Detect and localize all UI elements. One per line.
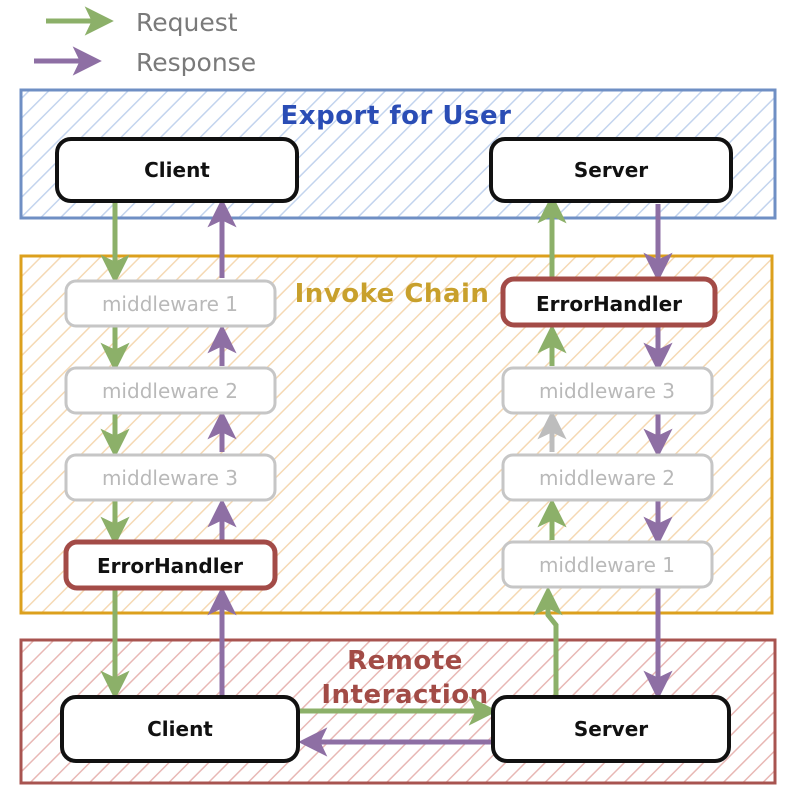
legend-item-request: Request (46, 6, 238, 37)
node-server-top[interactable]: Server (489, 137, 733, 203)
node-middleware-3-left-label: middleware 3 (102, 466, 238, 490)
node-middleware-2-right[interactable]: middleware 2 (501, 453, 714, 502)
legend-label-request: Request (136, 8, 238, 37)
arrow-request-server-remote-to-mw1 (533, 586, 563, 700)
node-client-top[interactable]: Client (55, 137, 299, 203)
arrows-layer (100, 194, 673, 757)
node-middleware-2-left[interactable]: middleware 2 (64, 366, 277, 415)
section-title-export-for-user: Export for User (281, 101, 512, 131)
node-errorhandler-left[interactable]: ErrorHandler (63, 539, 278, 591)
node-middleware-1-left[interactable]: middleware 1 (64, 279, 277, 328)
node-errorhandler-left-label: ErrorHandler (97, 554, 243, 578)
node-server-top-label: Server (574, 158, 648, 182)
section-title-remote-line1: Remote (347, 646, 463, 676)
legend: Request Response (34, 6, 256, 77)
node-middleware-2-right-label: middleware 2 (539, 466, 675, 490)
node-client-bottom-label: Client (147, 717, 213, 741)
node-errorhandler-right-label: ErrorHandler (536, 292, 682, 316)
section-title-remote-line2: Interaction (321, 680, 488, 710)
node-server-bottom-label: Server (574, 717, 648, 741)
node-middleware-3-right-label: middleware 3 (539, 379, 675, 403)
node-middleware-1-right-label: middleware 1 (539, 553, 675, 577)
node-client-top-label: Client (144, 158, 210, 182)
section-title-invoke-chain: Invoke Chain (295, 279, 490, 309)
node-errorhandler-right[interactable]: ErrorHandler (500, 276, 718, 328)
node-server-bottom[interactable]: Server (491, 695, 731, 763)
legend-label-response: Response (136, 48, 256, 77)
legend-item-response: Response (34, 46, 256, 77)
node-middleware-3-left[interactable]: middleware 3 (64, 453, 277, 502)
node-middleware-2-left-label: middleware 2 (102, 379, 238, 403)
node-middleware-3-right[interactable]: middleware 3 (501, 366, 714, 415)
node-client-bottom[interactable]: Client (60, 695, 300, 763)
node-middleware-1-right[interactable]: middleware 1 (501, 540, 714, 589)
node-middleware-1-left-label: middleware 1 (102, 292, 238, 316)
